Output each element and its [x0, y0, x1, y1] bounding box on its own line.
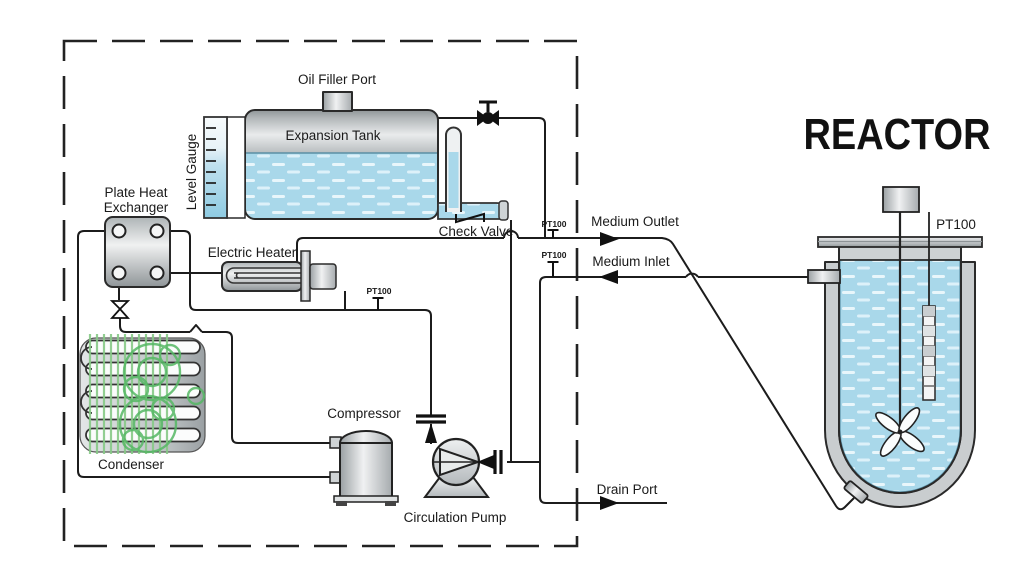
- check-valve-symbol: [455, 212, 485, 224]
- phe-port: [111, 223, 127, 239]
- expansion-valve-icon: [109, 300, 131, 319]
- compressor-body: [339, 442, 393, 498]
- medium-outlet-label: Medium Outlet: [591, 214, 679, 229]
- condenser-inlet-peak: [189, 324, 203, 333]
- tank-top-band: [245, 110, 438, 155]
- reactor-pt100-label: PT100: [936, 217, 976, 232]
- pt100-label: PT100: [541, 219, 566, 229]
- circulation-pump: Circulation Pump: [404, 414, 507, 525]
- condenser-label: Condenser: [98, 457, 165, 472]
- circulation-pump-label: Circulation Pump: [404, 510, 507, 525]
- pt100-label: PT100: [366, 286, 391, 296]
- gauge-ticks: [206, 127, 216, 206]
- heater-outlet-pipe: [296, 237, 504, 263]
- drain-arrow: [600, 496, 619, 510]
- phe-port: [149, 265, 165, 281]
- system-boundary: [62, 39, 579, 548]
- compressor-label: Compressor: [327, 406, 401, 421]
- compressor-foot: [385, 501, 396, 506]
- pt100-sensor-heater: PT100: [366, 286, 392, 310]
- condenser-coil: Condenser: [79, 334, 206, 472]
- pt100-probe: [922, 212, 936, 401]
- compressor-foot: [336, 501, 347, 506]
- compressor-dome: [338, 430, 394, 444]
- heater-casing: [221, 261, 303, 292]
- pipe-hop: [685, 272, 699, 278]
- compressor: Compressor: [327, 406, 401, 506]
- heater-elements: [225, 267, 301, 284]
- gauge-column: [203, 116, 228, 219]
- phe-label-line1: Plate Heat: [104, 185, 167, 200]
- channel-end-cap: [498, 200, 509, 221]
- vessel-wall: [838, 246, 962, 494]
- heater-terminal: [309, 263, 337, 290]
- phe-label-line2: Exchanger: [104, 200, 169, 215]
- medium-outlet-arrow: [600, 232, 619, 246]
- phe-compressor-pipe: [77, 230, 332, 478]
- tank-top-pipe: [438, 117, 546, 238]
- pt100-label: PT100: [541, 250, 566, 260]
- level-gauge-label: Level Gauge: [184, 134, 199, 211]
- oil-filler-port-stub: [322, 91, 353, 112]
- reactor-vessel: REACTOR: [804, 110, 991, 508]
- compressor-base: [333, 495, 399, 503]
- agitator-propeller: [875, 407, 925, 457]
- standpipe-liquid: [448, 152, 459, 208]
- medium-outlet-pipe: [518, 237, 855, 511]
- medium-inlet-arrow: [599, 270, 618, 284]
- drain-port-label: Drain Port: [597, 482, 658, 497]
- electric-heater: Electric Heater: [208, 245, 337, 302]
- ball-valve-icon: [477, 100, 499, 126]
- heater-flange: [300, 250, 311, 302]
- check-valve-label: Check Valve: [439, 224, 514, 239]
- return-drain-pipe: [539, 276, 686, 504]
- pt100-sensor-inlet: PT100: [541, 250, 567, 277]
- level-gauge: Level Gauge: [184, 116, 246, 219]
- jacket-bottom-nozzle: [843, 480, 869, 504]
- tank-liquid: [245, 153, 438, 219]
- pump-discharge-arrow: [425, 423, 437, 443]
- expansion-tank: Oil Filler Port Expansion Tank: [244, 72, 439, 220]
- plate-heat-exchanger: Plate Heat Exchanger: [104, 185, 171, 319]
- phe-port: [149, 223, 165, 239]
- pt100-sensor-outlet: PT100: [541, 219, 567, 238]
- oil-filler-port-label: Oil Filler Port: [298, 72, 376, 87]
- jacket-inlet-nozzle: [807, 269, 841, 284]
- pump-suction-arrow: [477, 455, 494, 469]
- valve-handle: [479, 100, 497, 112]
- agitator-motor: [882, 186, 920, 213]
- medium-inlet-label: Medium Inlet: [592, 254, 670, 269]
- valve-condenser-pipe: [118, 287, 332, 444]
- flange-icon: [493, 450, 503, 474]
- phe-port: [111, 265, 127, 281]
- reactor-title: REACTOR: [804, 110, 991, 159]
- flange-icon: [416, 414, 446, 424]
- gauge-bracket: [226, 116, 246, 219]
- condenser-fan-coils: [118, 342, 206, 454]
- expansion-tank-label: Expansion Tank: [285, 128, 380, 143]
- overflow-assembly: Check Valve: [437, 126, 514, 239]
- electric-heater-label: Electric Heater: [208, 245, 297, 260]
